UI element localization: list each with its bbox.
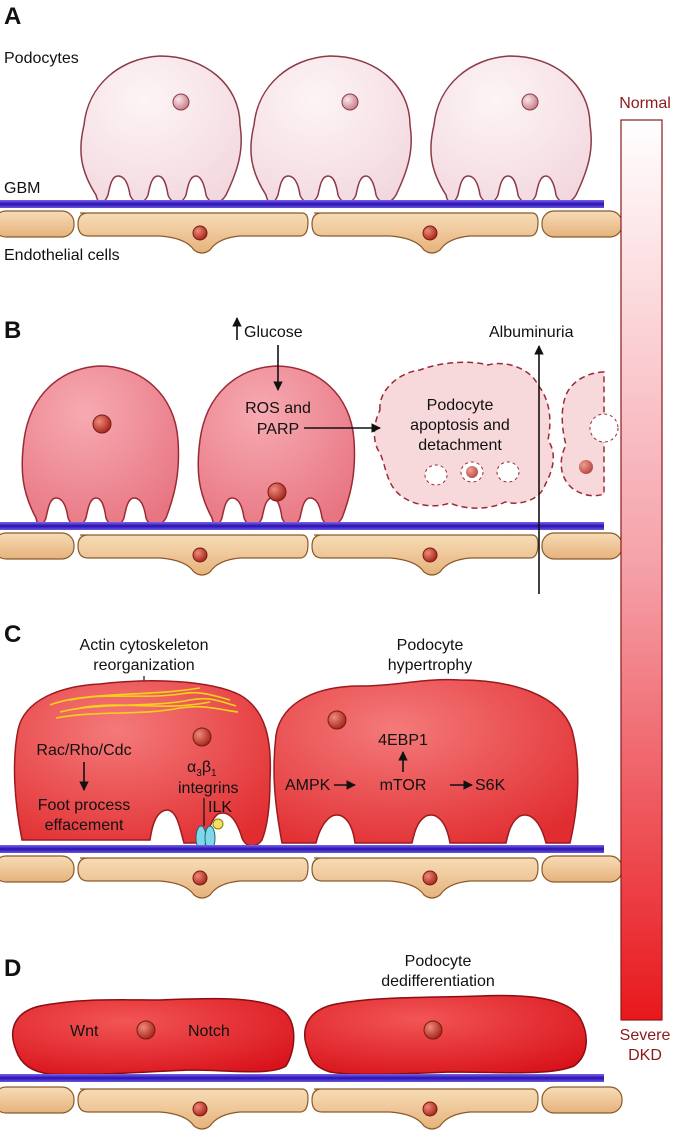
podocyte-dedifferentiated-1: Wnt Notch [12, 997, 295, 1076]
s6k-label: S6K [475, 777, 506, 794]
ilk-label: ILK [208, 799, 232, 816]
podocyte-normal-3 [430, 55, 592, 204]
severity-scale: Normal Severe DKD [619, 95, 671, 1064]
gbm-label: GBM [4, 180, 40, 197]
notch-label: Notch [188, 1023, 230, 1040]
panel-b-letter: B [4, 317, 21, 344]
ros-label-line1: ROS and [245, 400, 311, 417]
podocyte-dedifferentiated-2 [304, 994, 587, 1076]
gbm-membrane-c [0, 845, 604, 853]
foot-process-label-line1: Foot process [38, 797, 130, 814]
podocyte-stressed-2 [197, 365, 356, 527]
albuminuria-label: Albuminuria [489, 324, 574, 341]
apoptosis-label-line3: detachment [418, 437, 502, 454]
ilk-marker [212, 818, 224, 830]
severity-gradient-bar [620, 119, 663, 1021]
scale-bottom-label-line1: Severe [620, 1027, 671, 1044]
panel-c-letter: C [4, 621, 21, 648]
hypertrophy-label-line2: hypertrophy [388, 657, 473, 674]
ampk-label: AMPK [285, 777, 331, 794]
endothelial-layer-b [0, 532, 623, 576]
rac-rho-cdc-label: Rac/Rho/Cdc [36, 742, 131, 759]
endothelial-layer-c [0, 855, 623, 899]
gbm-membrane [0, 200, 604, 208]
actin-label-line2: reorganization [93, 657, 194, 674]
actin-label-line1: Actin cytoskeleton [80, 637, 209, 654]
gbm-membrane-d [0, 1074, 604, 1082]
integrins-label: integrins [178, 780, 238, 797]
endothelial-cells-label: Endothelial cells [4, 247, 120, 264]
scale-bottom-label-line2: DKD [628, 1047, 662, 1064]
podocytes-label: Podocytes [4, 50, 79, 67]
panel-b: B Gluc [0, 317, 623, 594]
apoptosis-label-line2: apoptosis and [410, 417, 510, 434]
podocyte-effaced: Rac/Rho/Cdc Foot process effacement α3β1… [13, 680, 272, 851]
endothelial-layer-d [0, 1086, 623, 1130]
wnt-label: Wnt [70, 1023, 99, 1040]
endothelial-layer [0, 210, 623, 254]
glucose-label: Glucose [244, 324, 303, 341]
apoptosis-label-line1: Podocyte [427, 397, 494, 414]
podocyte-normal-1 [80, 55, 242, 204]
podocyte-detaching-edge [560, 371, 619, 497]
panel-a: A Podocytes GBM Endothelial cells [0, 3, 623, 264]
dedifferentiation-label-line1: Podocyte [405, 953, 472, 970]
actin-filaments [49, 687, 239, 719]
podocyte-hypertrophic: 4EBP1 AMPK mTOR S6K [273, 678, 579, 844]
panel-d: D Podocyte dedifferentiation Wnt Notch [0, 953, 623, 1130]
dedifferentiation-label-line2: dedifferentiation [381, 973, 495, 990]
mtor-label: mTOR [380, 777, 427, 794]
podocyte-detaching [373, 361, 555, 509]
panel-d-letter: D [4, 955, 21, 982]
foot-process-label-line2: effacement [45, 817, 124, 834]
gbm-membrane-b [0, 522, 604, 530]
panel-c: C Actin cytoskeleton reorganization Rac/… [0, 621, 623, 899]
ros-label-line2: PARP [257, 421, 299, 438]
integrin-alpha-label: α3β1 [187, 759, 217, 779]
hypertrophy-label-line1: Podocyte [397, 637, 464, 654]
scale-top-label: Normal [619, 95, 671, 112]
podocyte-stressed-1 [21, 365, 180, 527]
panel-a-letter: A [4, 3, 21, 30]
podocyte-normal-2 [250, 55, 412, 204]
4ebp1-label: 4EBP1 [378, 732, 428, 749]
